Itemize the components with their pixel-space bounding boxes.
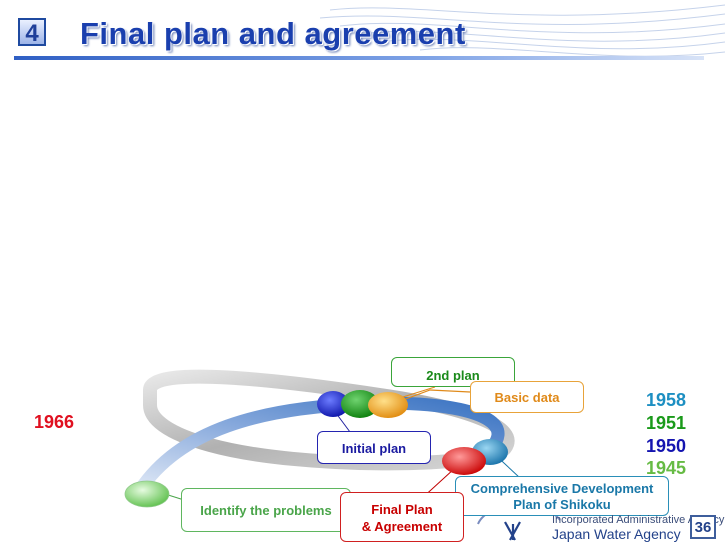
title-rule [14,56,704,60]
org-name-text: Japan Water Agency [552,526,681,542]
label-initial-plan: Initial plan [317,431,431,464]
node-final-plan [442,447,486,475]
label-comprehensive-line2: Plan of Shikoku [513,497,611,512]
label-comprehensive-plan: Comprehensive Development Plan of Shikok… [455,476,669,516]
node-initial-plan [317,391,349,417]
year-1950: 1950 [646,436,687,456]
year-1951: 1951 [646,413,687,433]
section-number-badge: 4 [18,18,46,47]
node-basic-data [368,392,408,418]
label-final-plan-line1: Final Plan [371,502,433,517]
org-type-text: Incorporated Administrative Agency [552,514,725,526]
node-identify-problems [124,480,170,508]
year-1945: 1945 [646,458,687,478]
label-final-plan: Final Plan & Agreement [340,492,464,542]
label-comprehensive-line1: Comprehensive Development [470,481,654,496]
label-final-plan-line2: & Agreement [361,519,443,534]
page-number: 36 [690,515,716,539]
page-title: Final plan and agreement [80,16,466,51]
gray-ring [143,369,515,471]
label-identify-problems: Identify the problems [181,488,351,532]
year-1958: 1958 [646,390,687,410]
label-basic-data: Basic data [470,381,584,413]
year-1966: 1966 [34,412,75,432]
node-2nd-plan [341,390,379,418]
